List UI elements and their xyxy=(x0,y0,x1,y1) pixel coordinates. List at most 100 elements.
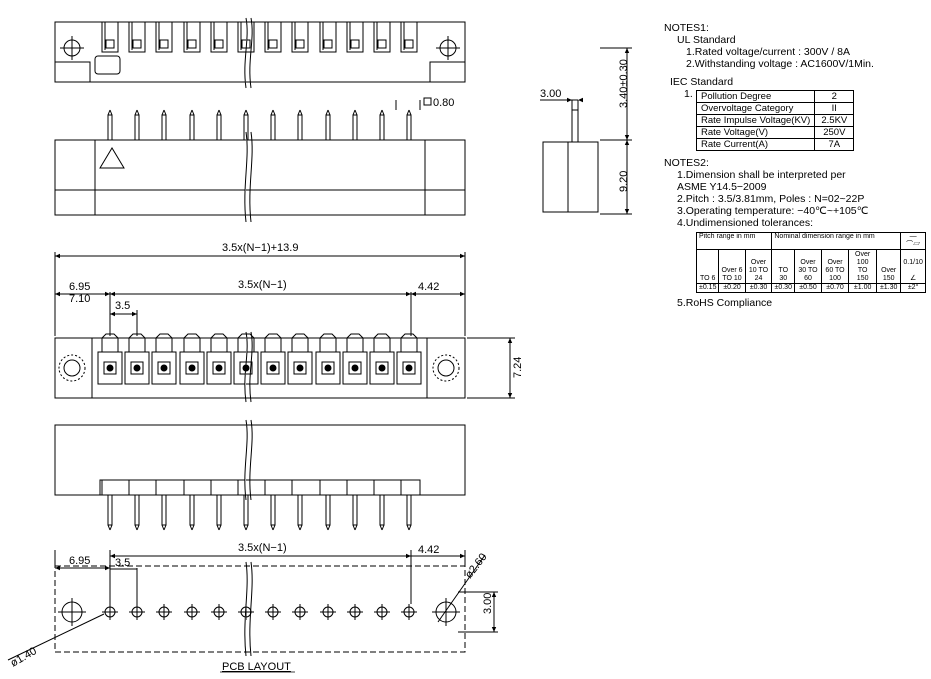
dim-height: 7.24 xyxy=(512,357,524,378)
pin-tip xyxy=(218,524,222,531)
terminal-cavity xyxy=(400,21,418,53)
side-view xyxy=(540,47,632,215)
terminal-screw xyxy=(323,39,333,49)
dim-side-top: 3.40±0.30 xyxy=(618,59,630,108)
iec-row: Rate Current(A)7A xyxy=(695,138,855,151)
pin xyxy=(297,114,303,141)
pin xyxy=(189,114,195,141)
terminal-screw-head xyxy=(324,364,332,372)
pin xyxy=(297,494,303,526)
dim-side-width: 3.00 xyxy=(540,88,561,100)
terminal-opening xyxy=(103,361,117,375)
bottom-view xyxy=(54,419,466,531)
break-line xyxy=(244,17,248,89)
terminal-opening xyxy=(157,361,171,375)
terminal-opening xyxy=(402,361,416,375)
tol-nominal-value: ±1.30 xyxy=(876,283,902,293)
terminal-screw xyxy=(132,39,142,49)
terminal-housing xyxy=(124,351,150,385)
dimension-arrow xyxy=(406,291,411,297)
tol-nominal-value: ±1.00 xyxy=(848,283,878,293)
terminal-screw-head xyxy=(405,364,413,372)
pin-tip xyxy=(218,109,222,116)
notes2-item-4: 4.Undimensioned tolerances: xyxy=(677,217,813,229)
tol-angle-cell: 0.1/10∠ xyxy=(900,249,926,284)
dimension-arrow xyxy=(110,291,115,297)
terminal-cavity xyxy=(291,21,309,53)
pin xyxy=(379,114,385,141)
terminal-opening xyxy=(212,361,226,375)
dimension-arrow xyxy=(110,553,115,559)
pin-tip xyxy=(325,524,329,531)
pcb-outline xyxy=(54,565,466,653)
pin-tip xyxy=(163,109,167,116)
terminal-screw-head xyxy=(133,364,141,372)
terminal-opening xyxy=(348,361,362,375)
terminal-clamp xyxy=(183,333,201,352)
dim-pcb-row: 3.00 xyxy=(482,593,494,614)
terminal-screw xyxy=(295,39,305,49)
terminal-clamp xyxy=(128,333,146,352)
terminal-housing xyxy=(315,351,341,385)
notes1-title: NOTES1: xyxy=(664,22,709,34)
dimension-arrow xyxy=(55,253,60,259)
pin-tip xyxy=(134,524,138,531)
dim-overall: 3.5x(N−1)+13.9 xyxy=(222,242,298,254)
pin-tip xyxy=(297,109,301,116)
dimension-arrow xyxy=(624,209,630,214)
dimension-arrow xyxy=(491,592,497,597)
plan-body xyxy=(91,337,428,399)
iec-label: Rate Current(A) xyxy=(695,138,816,151)
dimension-arrow xyxy=(624,135,630,140)
iec-row: Rate Voltage(V)250V xyxy=(695,126,855,139)
terminal-opening xyxy=(375,361,389,375)
terminal-clamp xyxy=(319,333,337,352)
tol-pitch-value: ±0.15 xyxy=(695,283,720,293)
pin xyxy=(270,114,276,141)
dimension-arrow xyxy=(460,291,465,297)
terminal-cavity xyxy=(373,21,391,53)
pin-tip xyxy=(352,524,356,531)
terminal-clamp xyxy=(155,333,173,352)
terminal-screw xyxy=(187,39,197,49)
dimension-arrow xyxy=(624,48,630,53)
ul-item-2: 2.Withstanding voltage : AC1600V/1Min. xyxy=(686,58,874,70)
terminal-screw xyxy=(350,39,360,49)
terminal-clamp xyxy=(210,333,228,352)
terminal-clamp xyxy=(101,333,119,352)
plan-view xyxy=(54,252,515,403)
pin xyxy=(406,114,412,141)
terminal-housing xyxy=(179,351,205,385)
iec-row: Rate Impulse Voltage(KV)2.5KV xyxy=(695,114,855,127)
dim-left-offset-b: 7.10 xyxy=(69,293,90,305)
iec-label: Rate Impulse Voltage(KV) xyxy=(695,114,816,127)
terminal-screw xyxy=(159,39,169,49)
notes2-item-5: 5.RoHS Compliance xyxy=(677,297,773,309)
dim-pcb-pitch: 3.5 xyxy=(115,557,130,569)
tol-pitch-range: TO 6 xyxy=(695,249,720,284)
break-line xyxy=(249,331,253,403)
tol-angle-header: —⌒▱ xyxy=(900,232,926,250)
terminal-cavity xyxy=(346,21,364,53)
notes2-title: NOTES2: xyxy=(664,157,709,169)
terminal-opening xyxy=(130,361,144,375)
pin-tip xyxy=(107,524,111,531)
terminal-cavity xyxy=(264,21,282,53)
terminal-screw-head xyxy=(296,364,304,372)
pin xyxy=(216,114,222,141)
terminal-clamp xyxy=(346,333,364,352)
dim-hole-small: ø1.40 xyxy=(9,645,39,669)
pin-tip xyxy=(408,109,412,116)
break-line xyxy=(249,561,253,657)
dim-pcb-span: 3.5x(N−1) xyxy=(238,542,287,554)
pin-tip xyxy=(297,524,301,531)
pin-tip xyxy=(191,109,195,116)
side-pin xyxy=(571,109,579,143)
leader-line xyxy=(437,554,486,623)
notes-panel: NOTES1: UL Standard 1.Rated voltage/curr… xyxy=(664,22,926,309)
tol-angle-tol: ±2° xyxy=(900,283,926,293)
pin xyxy=(134,494,140,526)
